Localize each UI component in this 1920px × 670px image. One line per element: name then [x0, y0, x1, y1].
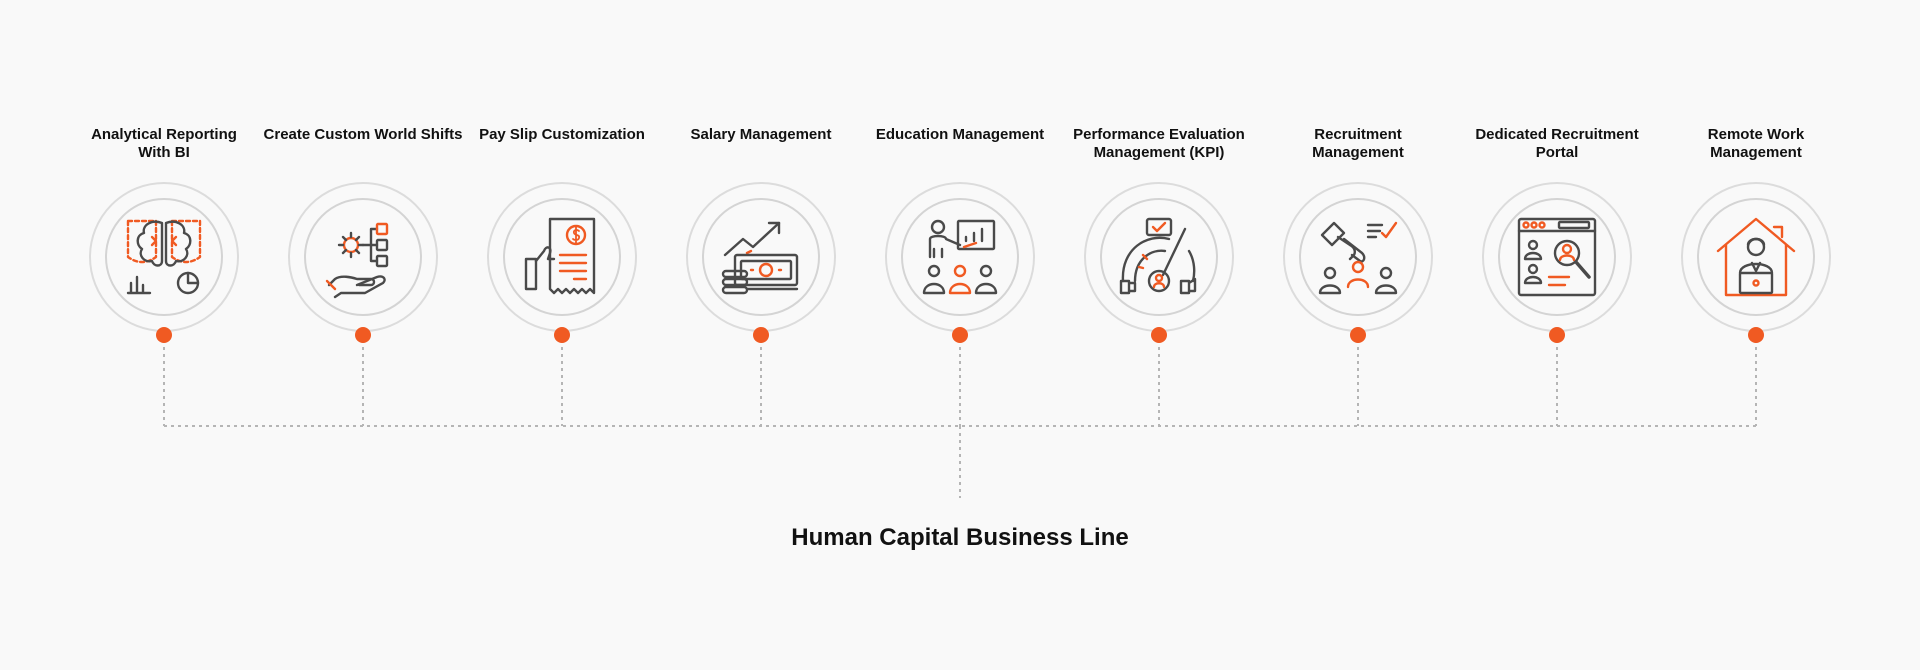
- item-label: Pay Slip Customization: [479, 126, 645, 143]
- cash-growth-icon: [721, 221, 799, 295]
- performance-gauge-icon: [1119, 217, 1197, 295]
- icon-ring-inner: [702, 198, 820, 316]
- node-dot: [1151, 327, 1167, 343]
- diagram-item-analytical-reporting: Analytical Reporting With BI: [64, 126, 264, 343]
- icon-ring-inner: [105, 198, 223, 316]
- diagram-item-custom-world-shifts: Create Custom World Shifts: [263, 126, 463, 343]
- icon-ring-inner: [304, 198, 422, 316]
- icon-ring-outer: [288, 182, 438, 332]
- payslip-thumbs-up-icon: [524, 217, 596, 295]
- item-label: Education Management: [875, 126, 1045, 143]
- hand-picking-candidate-icon: [1318, 221, 1398, 295]
- node-dot: [554, 327, 570, 343]
- icon-ring-outer: [1681, 182, 1831, 332]
- diagram-item-salary: Salary Management: [661, 126, 861, 343]
- item-label: Dedicated Recruitment Portal: [1475, 126, 1639, 161]
- diagram-item-remote-work: Remote Work Management: [1656, 126, 1856, 343]
- diagram-item-recruitment: Recruitment Management: [1258, 126, 1458, 343]
- icon-ring-outer: [89, 182, 239, 332]
- classroom-presentation-icon: [922, 219, 998, 295]
- node-dot: [753, 327, 769, 343]
- diagram-item-performance: Performance Evaluation Management (KPI): [1059, 126, 1259, 343]
- node-dot: [1350, 327, 1366, 343]
- item-label: Recruitment Management: [1312, 126, 1404, 161]
- brain-analytics-icon: [126, 219, 202, 295]
- browser-candidate-search-icon: [1517, 217, 1597, 297]
- node-dot: [1748, 327, 1764, 343]
- icon-ring-outer: [487, 182, 637, 332]
- hand-flowchart-icon: [325, 222, 389, 299]
- icon-ring-outer: [1084, 182, 1234, 332]
- diagram-title: Human Capital Business Line: [791, 524, 1129, 551]
- icon-ring-outer: [686, 182, 836, 332]
- item-label: Salary Management: [690, 126, 832, 143]
- icon-ring-inner: [1498, 198, 1616, 316]
- icon-ring-inner: [503, 198, 621, 316]
- node-dot: [1549, 327, 1565, 343]
- diagram-item-education: Education Management: [860, 126, 1060, 343]
- icon-ring-inner: [1100, 198, 1218, 316]
- node-dot: [156, 327, 172, 343]
- diagram-item-pay-slip: Pay Slip Customization: [462, 126, 662, 343]
- icon-ring-inner: [1697, 198, 1815, 316]
- item-label: Analytical Reporting With BI: [91, 126, 237, 161]
- diagram-item-recruitment-portal: Dedicated Recruitment Portal: [1457, 126, 1657, 343]
- icon-ring-outer: [1283, 182, 1433, 332]
- icon-ring-inner: [1299, 198, 1417, 316]
- node-dot: [355, 327, 371, 343]
- node-dot: [952, 327, 968, 343]
- icon-ring-outer: [1482, 182, 1632, 332]
- icon-ring-outer: [885, 182, 1035, 332]
- item-label: Performance Evaluation Management (KPI): [1073, 126, 1245, 161]
- icon-ring-inner: [901, 198, 1019, 316]
- item-label: Create Custom World Shifts: [263, 126, 463, 143]
- item-label: Remote Work Management: [1707, 126, 1805, 161]
- home-laptop-worker-icon: [1716, 217, 1796, 297]
